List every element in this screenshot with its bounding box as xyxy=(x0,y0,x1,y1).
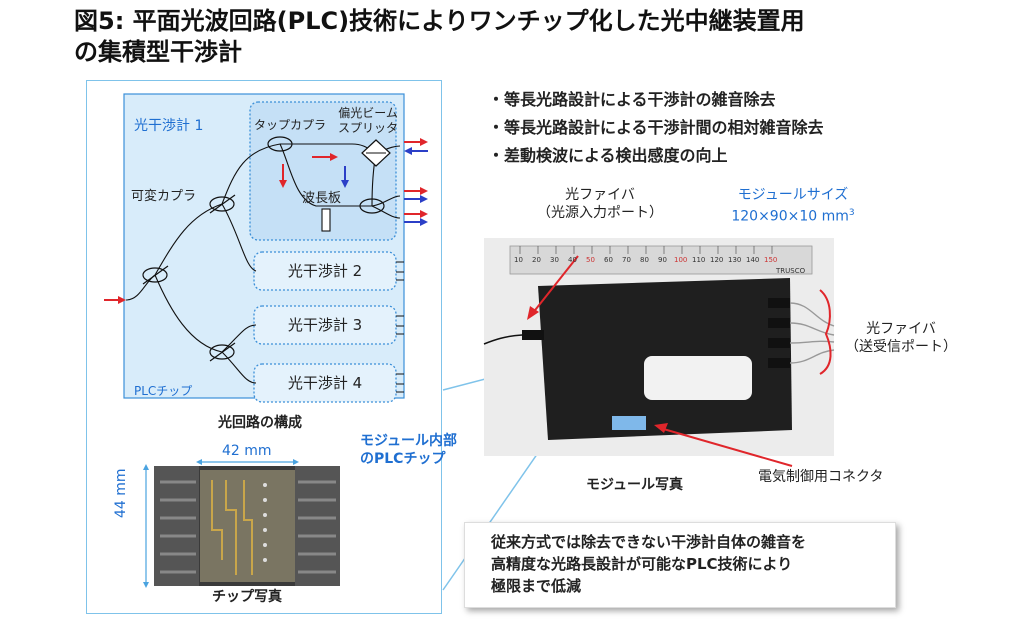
ruler-brand: TRUSCO xyxy=(776,267,806,275)
note-box: 従来方式では除去できない干渉計自体の雑音を 高精度な光路長設計が可能なPLC技術… xyxy=(464,522,896,608)
ruler-tick: 100 xyxy=(674,256,688,264)
ruler-tick: 130 xyxy=(728,256,742,264)
ruler-tick: 80 xyxy=(640,256,649,264)
interferometer-2-box xyxy=(253,251,397,291)
ruler-tick: 90 xyxy=(658,256,667,264)
ruler-tick: 150 xyxy=(764,256,778,264)
note-line-3: 極限まで低減 xyxy=(491,577,582,595)
caption-chip-photo: チップ写真 xyxy=(212,589,282,605)
caption-circuit: 光回路の構成 xyxy=(218,415,302,431)
label-wave-plate: 波長板 xyxy=(302,191,342,206)
label-pbs-line-2: スプリッタ xyxy=(338,121,399,135)
interferometer-4-box xyxy=(253,363,397,403)
output-coupler xyxy=(359,198,385,214)
label-fiber-input-line-2: （光源入力ポート） xyxy=(537,205,663,221)
variable-coupler-2 xyxy=(209,196,235,212)
label-pbs: 偏光ビーム スプリッタ xyxy=(338,106,398,136)
module-size-sup: 3 xyxy=(848,208,855,218)
variable-coupler-3 xyxy=(209,344,235,360)
ruler-tick: 60 xyxy=(604,256,613,264)
pbs-symbol xyxy=(361,139,391,167)
label-fiber-output-line-1: 光ファイバ xyxy=(866,321,936,337)
title-line-2: の集積型干渉計 xyxy=(74,38,242,66)
label-module-size-title: モジュールサイズ xyxy=(737,187,849,203)
label-module-inside-line-1: モジュール内部 xyxy=(360,433,458,449)
label-fiber-input-line-1: 光ファイバ xyxy=(565,187,635,203)
title-line-1: 図5: 平面光波回路(PLC)技術によりワンチップ化した光中継装置用 xyxy=(74,7,805,35)
label-module-inside-line-2: のPLCチップ xyxy=(360,451,446,467)
caption-module-photo: モジュール写真 xyxy=(586,477,684,493)
fiber-brace xyxy=(819,289,832,375)
label-tap-coupler: タップカプラ xyxy=(254,118,327,132)
label-chip-height: 44 mm xyxy=(113,468,129,518)
label-interferometer-3: 光干渉計 3 xyxy=(287,316,363,334)
note-line-1: 従来方式では除去できない干渉計自体の雑音を xyxy=(491,533,807,551)
module-photo xyxy=(483,238,835,456)
page-title: 図5: 平面光波回路(PLC)技術によりワンチップ化した光中継装置用 の集積型干… xyxy=(74,6,994,68)
ruler-tick: 40 xyxy=(568,256,577,264)
label-interferometer-4: 光干渉計 4 xyxy=(287,374,363,392)
label-fiber-input: 光ファイバ （光源入力ポート） xyxy=(530,186,670,222)
label-variable-coupler: 可変カプラ xyxy=(131,189,197,204)
circuit-frame xyxy=(86,80,442,614)
variable-coupler-1-arrow xyxy=(142,265,169,285)
label-chip-width: 42 mm xyxy=(222,443,272,459)
label-module-inside: モジュール内部 のPLCチップ xyxy=(360,432,457,468)
ruler-tick: 10 xyxy=(514,256,523,264)
note-line-2: 高精度な光路長設計が可能なPLC技術により xyxy=(491,555,793,573)
bullet-2: 等長光路設計による干渉計間の相対雑音除去 xyxy=(488,114,824,142)
label-interferometer-2: 光干渉計 2 xyxy=(287,262,363,280)
bullet-3: 差動検波による検出感度の向上 xyxy=(488,142,824,170)
module-label xyxy=(644,356,752,400)
ruler-tick: 30 xyxy=(550,256,559,264)
ruler-tick: 140 xyxy=(746,256,760,264)
wave-plate xyxy=(321,208,331,232)
label-module-size: モジュールサイズ 120×90×10 mm3 xyxy=(720,186,866,226)
label-fiber-output-line-2: （送受信ポート） xyxy=(845,339,957,355)
module-size-value: 120×90×10 mm xyxy=(731,208,849,225)
label-module-size-value: 120×90×10 mm3 xyxy=(720,204,866,226)
signal-arrows xyxy=(104,138,428,304)
label-plc-chip: PLCチップ xyxy=(134,384,193,398)
ruler-tick: 50 xyxy=(586,256,595,264)
ruler-ticks: 10 20 30 40 50 60 70 80 90 100 110 120 1… xyxy=(512,256,802,268)
bullet-1: 等長光路設計による干渉計の雑音除去 xyxy=(488,86,824,114)
label-pbs-line-1: 偏光ビーム xyxy=(338,106,398,120)
ruler xyxy=(509,245,813,275)
interferometer-3-box xyxy=(253,305,397,345)
label-interferometer-1: 光干渉計 1 xyxy=(134,118,204,134)
ruler-tick: 20 xyxy=(532,256,541,264)
connector-block xyxy=(612,416,646,430)
ruler-tick: 120 xyxy=(710,256,724,264)
ruler-tick: 70 xyxy=(622,256,631,264)
ruler-tick: 110 xyxy=(692,256,706,264)
chip-photo xyxy=(143,459,340,588)
label-fiber-output: 光ファイバ （送受信ポート） xyxy=(836,320,966,356)
variable-coupler-1 xyxy=(142,267,168,283)
label-connector: 電気制御用コネクタ xyxy=(758,469,884,485)
feature-bullets: 等長光路設計による干渉計の雑音除去 等長光路設計による干渉計間の相対雑音除去 差… xyxy=(488,86,824,170)
tap-coupler xyxy=(267,136,293,152)
